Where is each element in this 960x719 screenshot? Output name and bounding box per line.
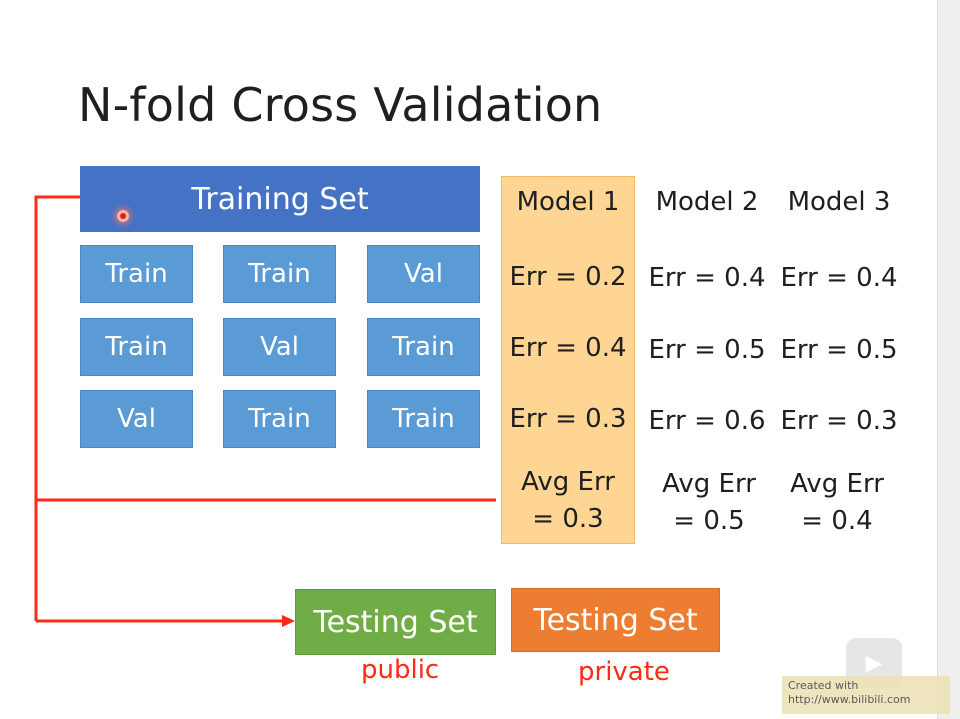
error-value: Err = 0.4: [509, 333, 627, 363]
fold-cell: Val: [223, 318, 336, 376]
model-header: Model 2: [655, 187, 759, 217]
model1-highlight: [501, 176, 635, 544]
avg-error-label: Avg Err: [790, 469, 884, 499]
fold-cell: Train: [80, 318, 193, 376]
model-header: Model 1: [516, 187, 620, 217]
public-caption: public: [361, 655, 440, 685]
error-value: Err = 0.4: [780, 263, 898, 293]
error-value: Err = 0.2: [509, 262, 627, 292]
watermark-line2: http://www.bilibili.com: [788, 693, 911, 706]
avg-error-label: Avg Err: [662, 469, 756, 499]
error-value: Err = 0.6: [648, 406, 766, 436]
slide-title: N-fold Cross Validation: [78, 78, 603, 132]
testing-set-public: Testing Set: [295, 589, 496, 655]
error-value: Err = 0.3: [780, 406, 898, 436]
avg-error: Avg Err = 0.3: [501, 464, 635, 538]
scrollbar[interactable]: [937, 0, 960, 719]
fold-cell: Val: [367, 245, 480, 303]
fold-cell: Train: [223, 390, 336, 448]
pointer-cursor: [117, 210, 129, 222]
fold-cell: Train: [223, 245, 336, 303]
private-caption: private: [578, 657, 670, 687]
arrow-head: [282, 615, 295, 627]
model-header: Model 3: [787, 187, 891, 217]
avg-error-value: = 0.4: [801, 506, 873, 536]
watermark: Created with http://www.bilibili.com: [782, 676, 950, 714]
testing-set-private: Testing Set: [511, 588, 720, 652]
avg-error-value: = 0.5: [673, 506, 745, 536]
fold-cell: Train: [80, 245, 193, 303]
avg-error: Avg Err = 0.4: [770, 466, 904, 540]
watermark-line1: Created with: [788, 679, 859, 692]
fold-cell: Train: [367, 390, 480, 448]
error-value: Err = 0.5: [780, 335, 898, 365]
error-value: Err = 0.5: [648, 335, 766, 365]
fold-cell: Val: [80, 390, 193, 448]
avg-error-value: = 0.3: [532, 504, 604, 534]
fold-cell: Train: [367, 318, 480, 376]
avg-error: Avg Err = 0.5: [642, 466, 776, 540]
error-value: Err = 0.4: [648, 263, 766, 293]
avg-error-label: Avg Err: [521, 467, 615, 497]
training-link-line: [34, 195, 80, 621]
training-set-box: Training Set: [80, 166, 480, 232]
error-value: Err = 0.3: [509, 404, 627, 434]
